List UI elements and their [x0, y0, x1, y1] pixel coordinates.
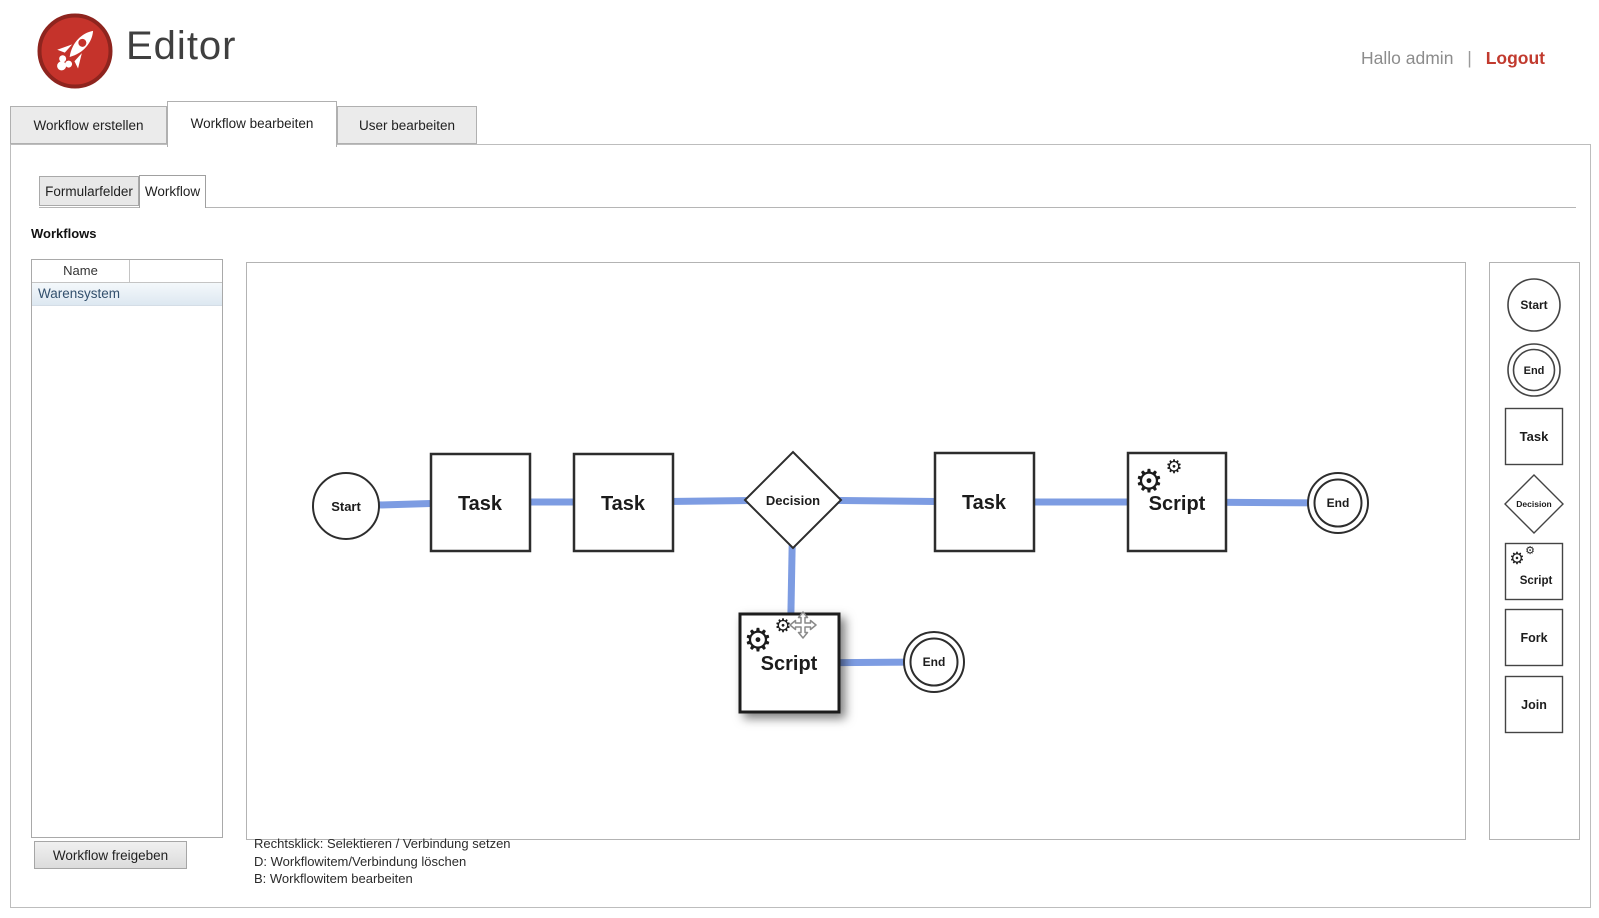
tab-workflow-erstellen[interactable]: Workflow erstellen — [10, 106, 167, 144]
gear-small-icon: ⚙ — [774, 616, 791, 637]
workflow-release-button[interactable]: Workflow freigeben — [34, 841, 187, 869]
node-task-3[interactable]: Task — [933, 451, 1036, 553]
palette-start-label: Start — [1520, 298, 1547, 312]
help-line-2: D: Workflowitem/Verbindung löschen — [254, 853, 467, 869]
palette-join-label: Join — [1521, 698, 1547, 712]
gear-small-icon: ⚙ — [1165, 457, 1182, 478]
rocket-logo-icon — [37, 13, 113, 89]
node-decision[interactable]: Decision — [743, 450, 843, 550]
tab-user-bearbeiten[interactable]: User bearbeiten — [337, 106, 477, 144]
node-script-2[interactable]: ⚙ ⚙ Script — [738, 611, 841, 714]
workflow-canvas[interactable]: Start Task Task Decision Task — [246, 262, 1466, 840]
palette-end-label: End — [1524, 365, 1545, 377]
help-line-1: Rechtsklick: Selektieren / Verbindung se… — [254, 836, 511, 851]
palette-item-fork[interactable]: Fork — [1504, 608, 1564, 667]
palette-decision-label: Decision — [1516, 499, 1551, 509]
move-cursor-icon — [789, 611, 817, 639]
palette-script-label: Script — [1520, 575, 1553, 587]
node-end-1-label: End — [1327, 496, 1350, 510]
subtab-divider — [39, 207, 1576, 208]
user-area: Hallo admin | Logout — [1361, 48, 1545, 69]
workflows-section-title: Workflows — [31, 226, 97, 241]
workflow-list-item-warensystem[interactable]: Warensystem — [32, 283, 222, 306]
palette-fork-label: Fork — [1520, 631, 1547, 645]
node-task-1-label: Task — [458, 493, 503, 515]
node-script-1[interactable]: ⚙ ⚙ Script — [1126, 451, 1228, 553]
app-logo — [36, 12, 114, 90]
node-task-3-label: Task — [962, 492, 1007, 514]
canvas-help-text: Rechtsklick: Selektieren / Verbindung se… — [254, 835, 511, 888]
logout-link[interactable]: Logout — [1485, 48, 1545, 68]
node-end-1[interactable]: End — [1307, 472, 1369, 534]
page-title: Editor — [126, 24, 237, 68]
content-panel: Formularfelder Workflow Workflows Name W… — [10, 144, 1591, 908]
node-decision-label: Decision — [766, 493, 820, 508]
palette-item-decision[interactable]: Decision — [1504, 474, 1564, 534]
node-end-2[interactable]: End — [903, 631, 965, 693]
node-start-label: Start — [331, 499, 361, 514]
shape-palette: Start End Task Decision ⚙ ⚙ Script — [1489, 262, 1580, 840]
node-script-1-label: Script — [1149, 493, 1206, 515]
palette-item-join[interactable]: Join — [1504, 675, 1564, 734]
name-column-header[interactable]: Name — [32, 260, 130, 282]
gears-icon: ⚙ — [1135, 463, 1164, 499]
node-end-2-label: End — [923, 655, 946, 669]
node-task-2-label: Task — [601, 493, 646, 515]
node-task-2[interactable]: Task — [572, 452, 675, 553]
palette-item-script[interactable]: ⚙ ⚙ Script — [1504, 542, 1564, 601]
node-script-2-label: Script — [761, 653, 818, 675]
palette-task-label: Task — [1520, 429, 1549, 444]
subtab-workflow[interactable]: Workflow — [139, 175, 206, 208]
workflow-list-header: Name — [32, 260, 222, 283]
help-line-3: B: Workflowitem bearbeiten — [254, 871, 413, 886]
gears-icon: ⚙ — [744, 622, 773, 658]
separator: | — [1467, 48, 1472, 68]
gears-icon: ⚙ — [1509, 549, 1524, 568]
gear-small-icon: ⚙ — [1525, 545, 1535, 557]
node-task-1[interactable]: Task — [429, 452, 532, 553]
palette-item-start[interactable]: Start — [1507, 278, 1561, 332]
palette-item-end[interactable]: End — [1507, 343, 1561, 397]
greeting-text: Hallo admin — [1361, 48, 1454, 68]
palette-item-task[interactable]: Task — [1504, 407, 1564, 466]
node-start[interactable]: Start — [312, 472, 380, 540]
subtab-formularfelder[interactable]: Formularfelder — [39, 176, 139, 206]
tab-workflow-bearbeiten[interactable]: Workflow bearbeiten — [167, 101, 337, 147]
workflow-list: Name Warensystem — [31, 259, 223, 838]
